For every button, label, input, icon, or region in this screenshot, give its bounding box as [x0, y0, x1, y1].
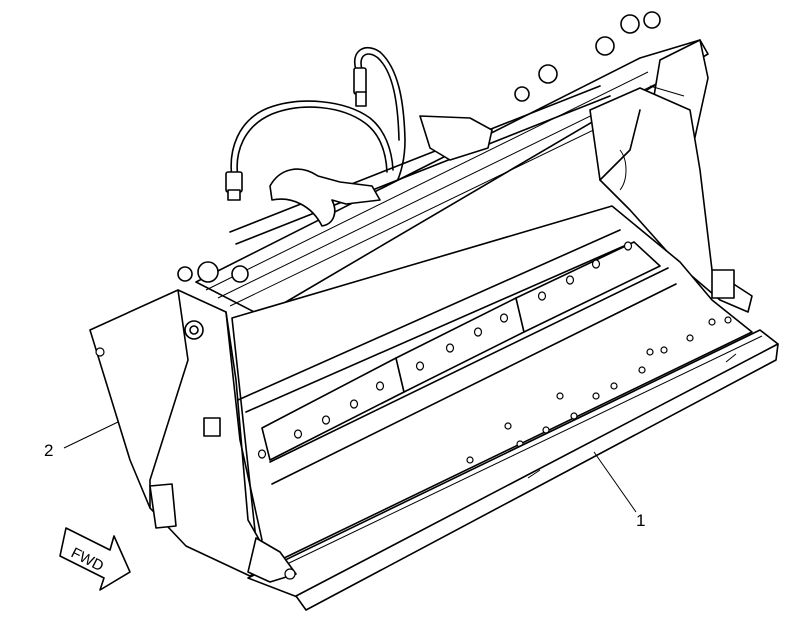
callout-1: 1 — [636, 511, 645, 530]
bucket-body — [231, 205, 753, 561]
cutting-edge — [247, 329, 779, 611]
leader-lines — [63, 421, 637, 513]
left-side-plate — [89, 289, 297, 583]
leader-line-1 — [593, 451, 637, 513]
fwd-arrow-icon: FWD — [59, 527, 131, 591]
leader-line-2 — [63, 421, 119, 449]
hitch-frame — [177, 11, 709, 317]
callout-2: 2 — [44, 441, 53, 460]
bolt-holes — [257, 241, 633, 459]
right-side-plate — [589, 87, 753, 313]
hydraulic-hoses — [225, 46, 406, 201]
